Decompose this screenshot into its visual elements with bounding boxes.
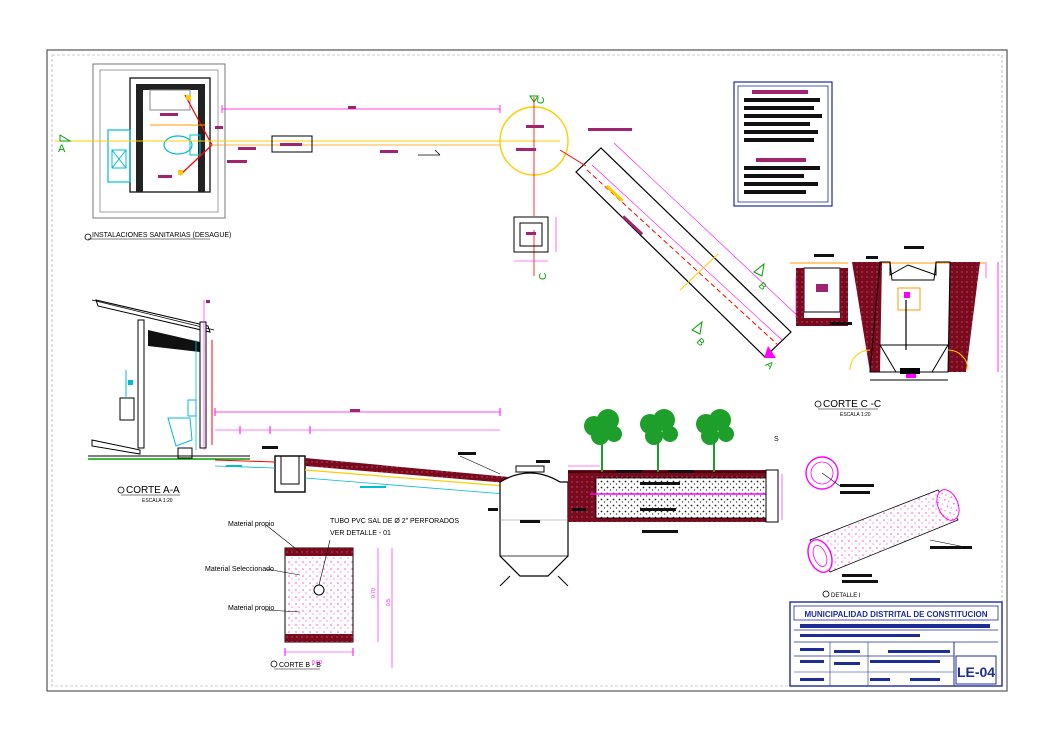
plan-cut-c-top: C	[536, 97, 547, 104]
bb-dim-h2: 0.5	[386, 599, 392, 606]
section-aa-trench	[568, 465, 783, 533]
plan-small-box	[513, 216, 549, 253]
section-aa-profile	[214, 408, 520, 495]
bb-dim-h1: 0.70	[371, 588, 377, 598]
section-aa-marker	[117, 486, 125, 494]
section-aa-biodigester	[488, 460, 569, 587]
section-aa-building	[88, 299, 250, 460]
section-aa-scale: ESCALA 1:20	[142, 498, 173, 504]
plan-cut-a-right: A	[763, 359, 776, 372]
title-block	[789, 601, 1003, 687]
notes-box	[733, 81, 833, 207]
bb-label-material-propio-bottom: Material propio	[228, 605, 274, 612]
section-cc-title: CORTE C -C	[823, 399, 881, 410]
section-aa-title: CORTE A-A	[126, 485, 180, 496]
title-block-sheet-code: LE-04	[957, 664, 995, 680]
s-mark: S	[774, 436, 779, 443]
section-bb-title: CORTE B - B	[279, 662, 321, 669]
section-cc-marker	[814, 400, 822, 408]
plan-cut-b-right: B	[756, 280, 769, 293]
plan-title: INSTALACIONES SANITARIAS (DESAGUE)	[92, 232, 231, 239]
plan-cut-a-left: A	[58, 143, 66, 155]
bb-label-tubo-line2: VER DETALLE - 01	[330, 530, 391, 537]
plan-cut-b-left: B	[694, 336, 707, 349]
plan-cut-c-bottom: C	[538, 273, 549, 280]
section-aa-trees	[584, 409, 734, 472]
inner-border	[51, 54, 1003, 687]
bb-label-tubo-line1: TUBO PVC SAL DE Ø 2" PERFORADOS	[330, 518, 459, 525]
plan-infiltration-trench	[559, 142, 801, 358]
bb-dim-width: 0.60	[312, 660, 322, 666]
plan-title-marker	[84, 233, 92, 241]
section-bb-marker	[270, 660, 278, 668]
detail-title: DETALLE I	[831, 593, 861, 599]
section-aa-register	[274, 455, 306, 493]
bb-label-material-seleccionado: Material Seleccionado	[205, 566, 274, 573]
bb-label-material-propio-top: Material propio	[228, 521, 274, 528]
detail-marker	[822, 590, 830, 598]
outer-border	[46, 49, 1008, 692]
section-bb-drawing	[265, 524, 393, 668]
detail-pipe-drawing	[805, 456, 972, 583]
section-cc-scale: ESCALA 1:20	[840, 412, 871, 418]
plan-register-box	[271, 135, 313, 153]
title-block-institution: MUNICIPALIDAD DISTRITAL DE CONSTITUCION	[804, 610, 987, 619]
section-cc-drawing	[790, 246, 999, 381]
